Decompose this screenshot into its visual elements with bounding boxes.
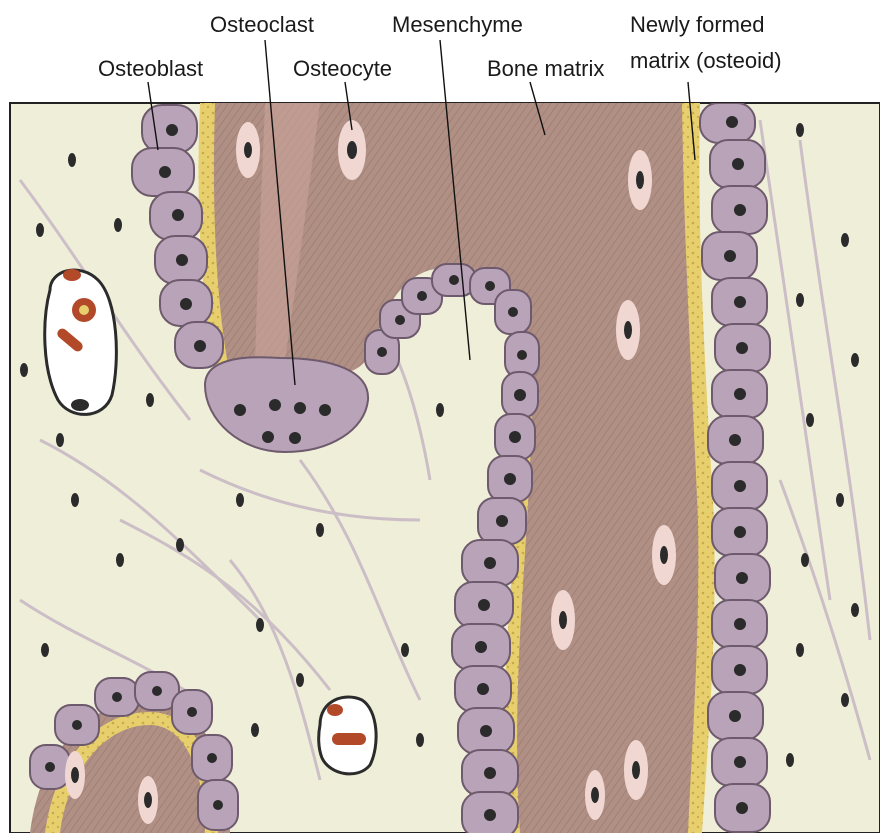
label-mesenchyme: Mesenchyme [392,12,523,37]
blood-vessel-middle [319,697,376,774]
label-osteoblast: Osteoblast [98,56,203,81]
label-osteoid-line2: matrix (osteoid) [630,48,782,73]
blood-vessel-left [45,269,117,414]
label-osteoclast: Osteoclast [210,12,314,37]
label-bone-matrix: Bone matrix [487,56,604,81]
label-osteocyte: Osteocyte [293,56,392,81]
label-osteoid-line1: Newly formed [630,12,764,37]
